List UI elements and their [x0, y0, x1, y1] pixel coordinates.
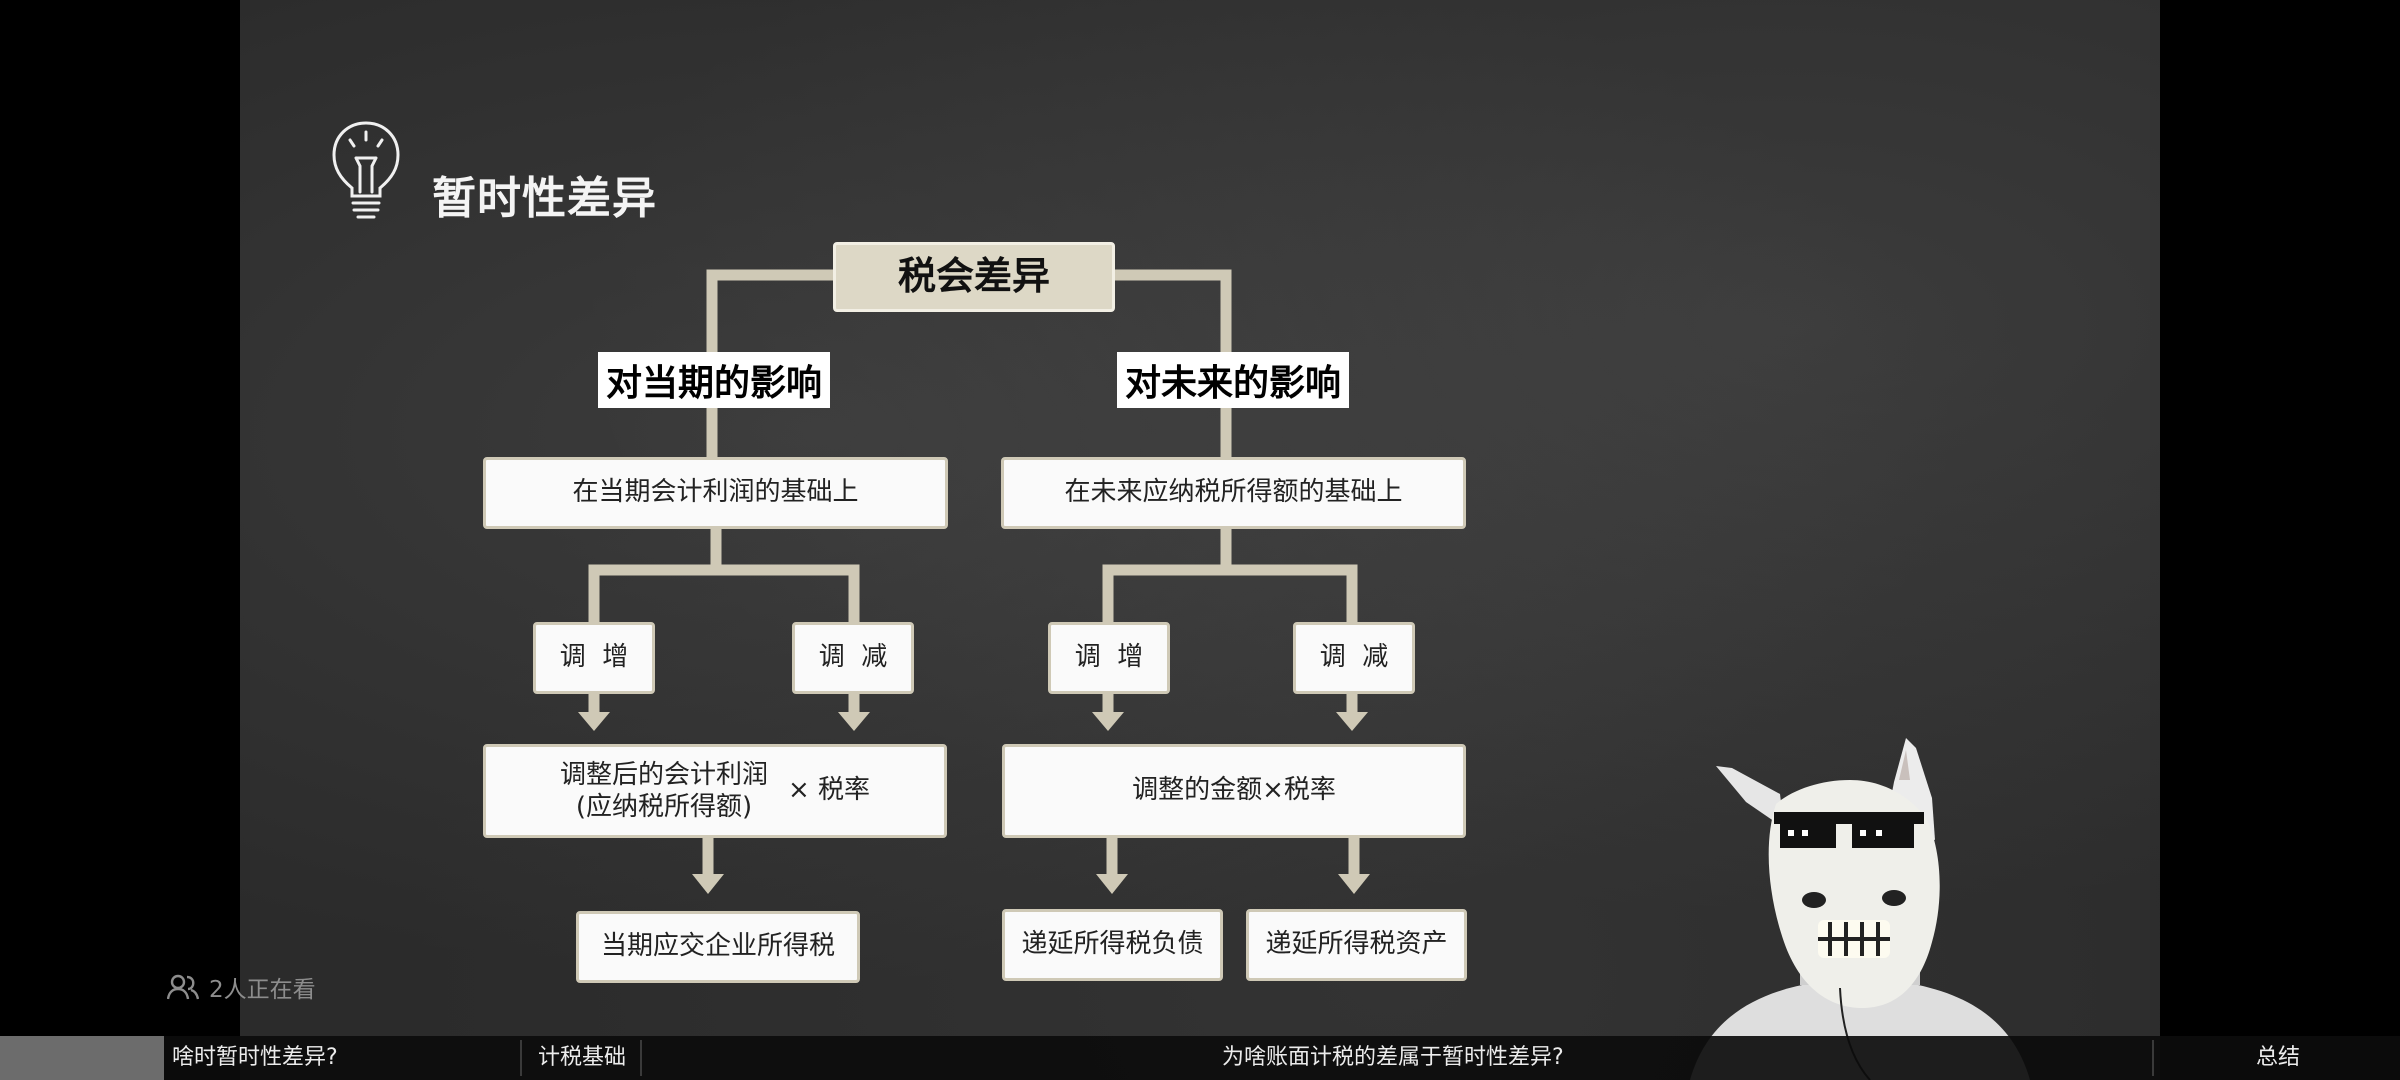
- current-decrease-box: 调 减: [792, 622, 914, 694]
- root-node: 税会差异: [833, 242, 1115, 312]
- formula-line-1: 调整后的会计利润: [559, 759, 768, 790]
- future-increase-box: 调 增: [1048, 622, 1170, 694]
- chapter-divider: [2152, 1040, 2154, 1076]
- progress-segment[interactable]: [0, 1036, 164, 1080]
- slide-title-area: 暂时性差异: [330, 120, 656, 230]
- chapter-divider: [520, 1040, 522, 1076]
- future-decrease-box: 调 减: [1293, 622, 1415, 694]
- future-basis-box: 在未来应纳税所得额的基础上: [1001, 457, 1466, 529]
- chapter-3[interactable]: 为啥账面计税的差属于暂时性差异?: [1222, 1045, 1564, 1070]
- chapter-1[interactable]: 啥时暂时性差异?: [172, 1045, 338, 1070]
- chapter-divider: [640, 1040, 642, 1076]
- current-result-box: 当期应交企业所得税: [576, 911, 860, 983]
- current-impact-heading: 对当期的影响: [598, 352, 831, 408]
- presenter-video: [1690, 738, 2030, 1080]
- slide-title: 暂时性差异: [432, 173, 657, 224]
- viewer-count: 2人正在看: [167, 970, 316, 1004]
- future-formula-box: 调整的金额×税率: [1002, 744, 1466, 838]
- chalkboard-slide: [240, 0, 2160, 1080]
- current-formula-box: 调整后的会计利润 (应纳税所得额) × 税率: [483, 744, 947, 838]
- viewer-count-text: 2人正在看: [209, 977, 316, 1003]
- chapter-4[interactable]: 总结: [2256, 1045, 2301, 1070]
- future-impact-heading: 对未来的影响: [1117, 352, 1350, 408]
- people-icon: [167, 974, 199, 1000]
- chapter-bar: [0, 1036, 2400, 1080]
- deferred-liability-box: 递延所得税负债: [1002, 909, 1223, 981]
- chapter-2[interactable]: 计税基础: [538, 1045, 627, 1070]
- deferred-asset-box: 递延所得税资产: [1246, 909, 1467, 981]
- formula-operator: × 税率: [787, 775, 871, 806]
- current-basis-box: 在当期会计利润的基础上: [483, 457, 948, 529]
- lightbulb-icon: [332, 121, 400, 219]
- formula-line-2: (应纳税所得额): [575, 792, 753, 822]
- current-increase-box: 调 增: [533, 622, 655, 694]
